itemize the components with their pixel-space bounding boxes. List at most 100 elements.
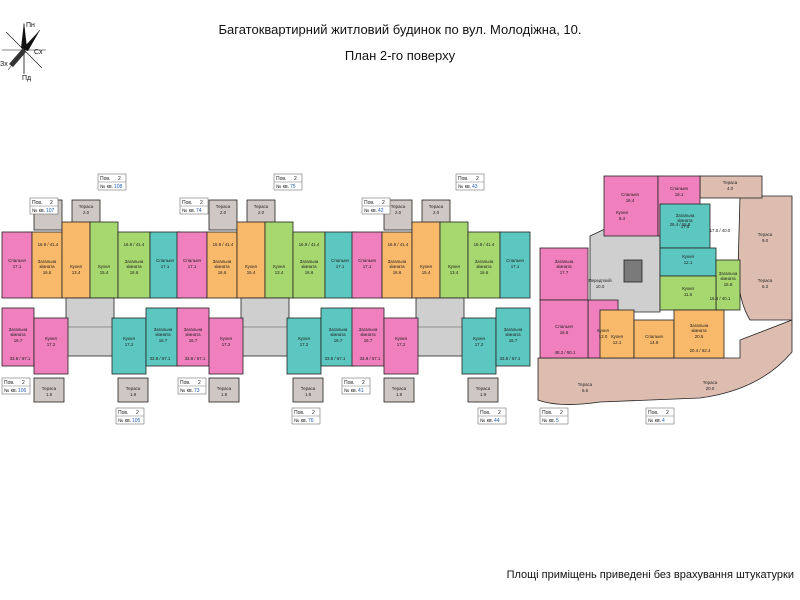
section-3-room-9-area: 17.2 [475, 342, 484, 347]
east-terrace-2-area: 6.3 [762, 284, 769, 289]
east-room-living-a [539, 299, 589, 359]
section-1-room-8-name: Кухня [45, 336, 57, 341]
tag-bottom-5-apartment-label: № кв. [344, 388, 357, 394]
east-room-4-name: Кухня [597, 328, 609, 333]
section-2-room-4-area: 13.4 [275, 270, 284, 275]
section-1-room-2-area: 16.6 [43, 270, 52, 275]
tag-bottom-5-apartment: 41 [358, 388, 364, 394]
section-2-room-10-area: 16.7 [334, 338, 343, 343]
section-1-room-10-area: 16.7 [159, 338, 168, 343]
section-3-room-4-area: 13.4 [450, 270, 459, 275]
tag-bottom-3-floor: 2 [198, 380, 201, 386]
tag-top-2-floor: 2 [118, 176, 121, 182]
section-3-room-2-name-2: кімната [389, 264, 405, 269]
section-1-terrace-2-area: 2.0 [83, 210, 90, 215]
section-2-room-10-name: Загальна [329, 327, 348, 332]
section-2-room-10-name-2: кімната [330, 332, 346, 337]
east-room-7-name: Загальна [676, 213, 695, 218]
section-3-room-3-name: Кухня [420, 264, 432, 269]
east-room-1-name: Спальня [621, 192, 639, 197]
section-3-room-7-name: Загальна [359, 327, 378, 332]
section-1-total-1: 16.9 / 41.4 [38, 242, 59, 247]
compass-south: Пд [22, 75, 31, 82]
section-3-room-1-area: 17.1 [363, 264, 372, 269]
section-2-room-4-name: Кухня [273, 264, 285, 269]
east-lift [623, 259, 643, 283]
tag-bottom-6-floor: 2 [498, 410, 501, 416]
east-room-3-area: 17.7 [560, 270, 569, 275]
section-2-south-living-1 [176, 307, 210, 367]
east-room-living-b [659, 203, 711, 249]
section-3-south-living-1 [351, 307, 385, 367]
section-2-south-living-2 [320, 307, 356, 367]
east-room-living-d [673, 309, 725, 359]
section-3-room-7-name-2: кімната [360, 332, 376, 337]
tag-top-6-floor: 2 [476, 176, 479, 182]
section-3-terrace-2-name: Тераса [429, 204, 444, 209]
section-2-north-bedroom-2 [324, 231, 356, 299]
section-1-room-7-name-2: кімната [10, 332, 26, 337]
compass-north: Пн [26, 22, 35, 29]
section-1-south-living-2 [145, 307, 181, 367]
section-3-room-5-area: 16.6 [480, 270, 489, 275]
section-2-room-5-name: Загальна [300, 259, 319, 264]
tag-bottom-4-floor-label: Пов. [294, 410, 304, 416]
floor-plan-subtitle: План 2-го поверху [344, 48, 456, 63]
east-total-1: 48.2 / 90.1 [555, 350, 576, 355]
east-room-bedroom-a [603, 175, 659, 237]
section-3-room-8-area: 17.2 [397, 342, 406, 347]
tag-top-3-floor-label: Пов. [182, 200, 192, 206]
east-terrace-1-area: 9.0 [762, 238, 769, 243]
east-terrace-east [737, 195, 793, 321]
east-room-10-area: 11.6 [684, 292, 693, 297]
east-room-living-c [715, 259, 741, 311]
section-1-room-2-name-2: кімната [39, 264, 55, 269]
section-1-room-6-name: Спальня [156, 258, 174, 263]
section-1-north-kitchen-2 [89, 221, 119, 299]
tag-top-1-apartment-label: № кв. [32, 208, 45, 214]
section-2-room-3-name: Кухня [245, 264, 257, 269]
tag-bottom-7-floor-label: Пов. [542, 410, 552, 416]
section-3-terrace-3-name: Тераса [392, 386, 407, 391]
section-1-south-kitchen-1 [33, 317, 69, 375]
section-1-room-6-area: 17.1 [161, 264, 170, 269]
section-2-north-kitchen-2 [264, 221, 294, 299]
east-room-12-area: 14.9 [650, 340, 659, 345]
east-room-11-area: 12.1 [613, 340, 622, 345]
tag-bottom-8-floor-label: Пов. [648, 410, 658, 416]
section-3-terrace-3-area: 1.9 [396, 392, 403, 397]
section-3-room-6-name: Спальня [506, 258, 524, 263]
tag-top-1-apartment: 107 [46, 208, 55, 214]
tag-top-4-apartment: 75 [290, 184, 296, 190]
section-1-terrace-3 [33, 377, 65, 403]
section-2-room-2-name: Загальна [213, 259, 232, 264]
section-2-total-3: 33.8 / 67.1 [185, 356, 206, 361]
tag-bottom-1-floor: 2 [22, 380, 25, 386]
tag-bottom-4-apartment-label: № кв. [294, 418, 307, 424]
tag-bottom-1-floor-label: Пов. [4, 380, 14, 386]
section-2-terrace-3 [208, 377, 240, 403]
east-room-kitchen-b [659, 247, 717, 277]
section-1-room-9-name: Кухня [123, 336, 135, 341]
section-2-room-7-name-2: кімната [185, 332, 201, 337]
east-terrace-4-area: 20.0 [706, 386, 715, 391]
section-1-room-5-name: Загальна [125, 259, 144, 264]
section-2-south-kitchen-2 [286, 317, 322, 375]
section-3-north-kitchen-1 [411, 221, 441, 299]
section-3-terrace-3 [383, 377, 415, 403]
east-room-bedroom-d [633, 319, 675, 359]
section-1-terrace-2-name: Тераса [79, 204, 94, 209]
section-3-total-2: 16.9 / 41.4 [474, 242, 495, 247]
east-room-7-name-2: кімната [677, 218, 693, 223]
section-2-room-8-area: 17.2 [222, 342, 231, 347]
tag-bottom-3-apartment: 73 [194, 388, 200, 394]
tag-top-2-floor-label: Пов. [100, 176, 110, 182]
section-2-room-5-name-2: кімната [301, 264, 317, 269]
section-2-room-9-name: Кухня [298, 336, 310, 341]
section-3-south-kitchen-1 [383, 317, 419, 375]
section-1-north-bedroom-2 [149, 231, 181, 299]
east-room-10-name: Кухня [682, 286, 694, 291]
east-room-2-area: 18.1 [675, 192, 684, 197]
tag-bottom-7-apartment-label: № кв. [542, 418, 555, 424]
